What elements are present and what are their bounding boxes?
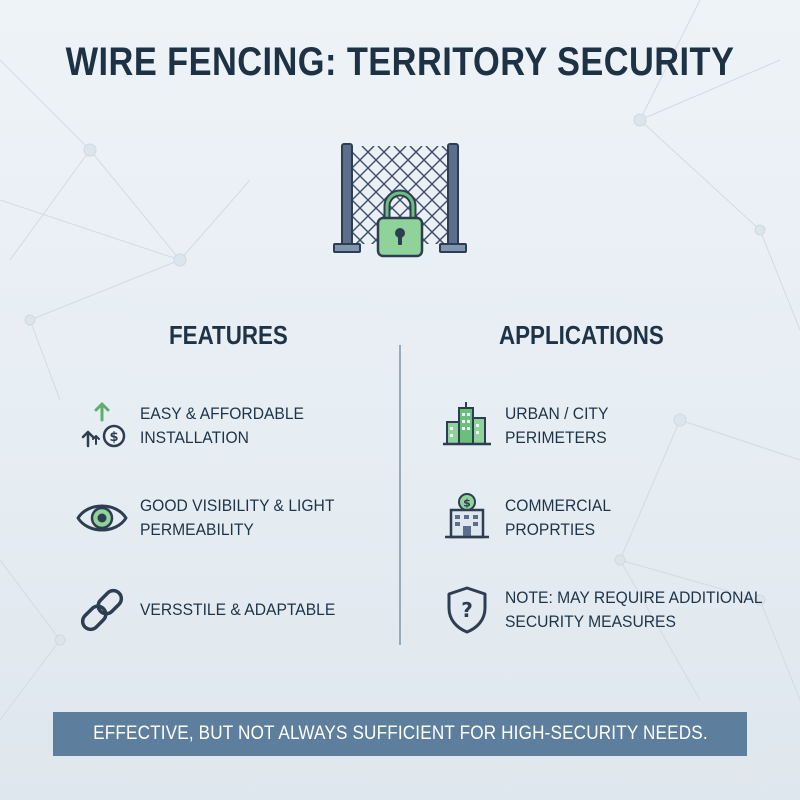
application-label: URBAN / CITY PERIMETERS [505,404,609,447]
feature-label: GOOD VISIBILITY & LIGHT PERMEABILITY [140,496,335,539]
footer-banner: EFFECTIVE, BUT NOT ALWAYS SUFFICIENT FOR… [53,712,747,756]
column-divider [399,345,401,645]
feature-label: EASY & AFFORDABLE INSTALLATION [140,404,305,447]
application-label: COMMERCIAL PROPRTIES [505,496,612,539]
feature-item-versatile: VERSSTILE & ADAPTABLE [74,582,352,638]
page-title: WIRE FENCING: TERRITORY SECURITY [65,40,735,84]
chain-link-icon [74,582,130,638]
feature-label: VERSSTILE & ADAPTABLE [140,600,336,619]
application-label: NOTE: MAY REQUIRE ADDITIONAL SECURITY ME… [505,588,763,631]
feature-item-visibility: GOOD VISIBILITY & LIGHT PERMEABILITY [74,490,351,546]
svg-text:$: $ [109,430,118,445]
applications-heading: APPLICATIONS [499,320,664,350]
footer-text: EFFECTIVE, BUT NOT ALWAYS SUFFICIENT FOR… [92,723,708,744]
shield-question-icon: ? [439,582,495,638]
commercial-building-icon: $ [439,490,495,546]
arrows-dollar-icon: $ [74,398,130,454]
application-item-urban: URBAN / CITY PERIMETERS [439,398,617,454]
svg-text:?: ? [461,598,473,622]
features-heading: FEATURES [169,320,288,350]
svg-text:$: $ [463,497,471,510]
application-item-note: ? NOTE: MAY REQUIRE ADDITIONAL SECURITY … [439,582,785,638]
fence-padlock-icon [333,143,467,258]
eye-icon [74,490,130,546]
application-item-commercial: $ COMMERCIAL PROPRTIES [439,490,620,546]
city-buildings-icon [439,398,495,454]
feature-item-installation: $ EASY & AFFORDABLE INSTALLATION [74,398,318,454]
